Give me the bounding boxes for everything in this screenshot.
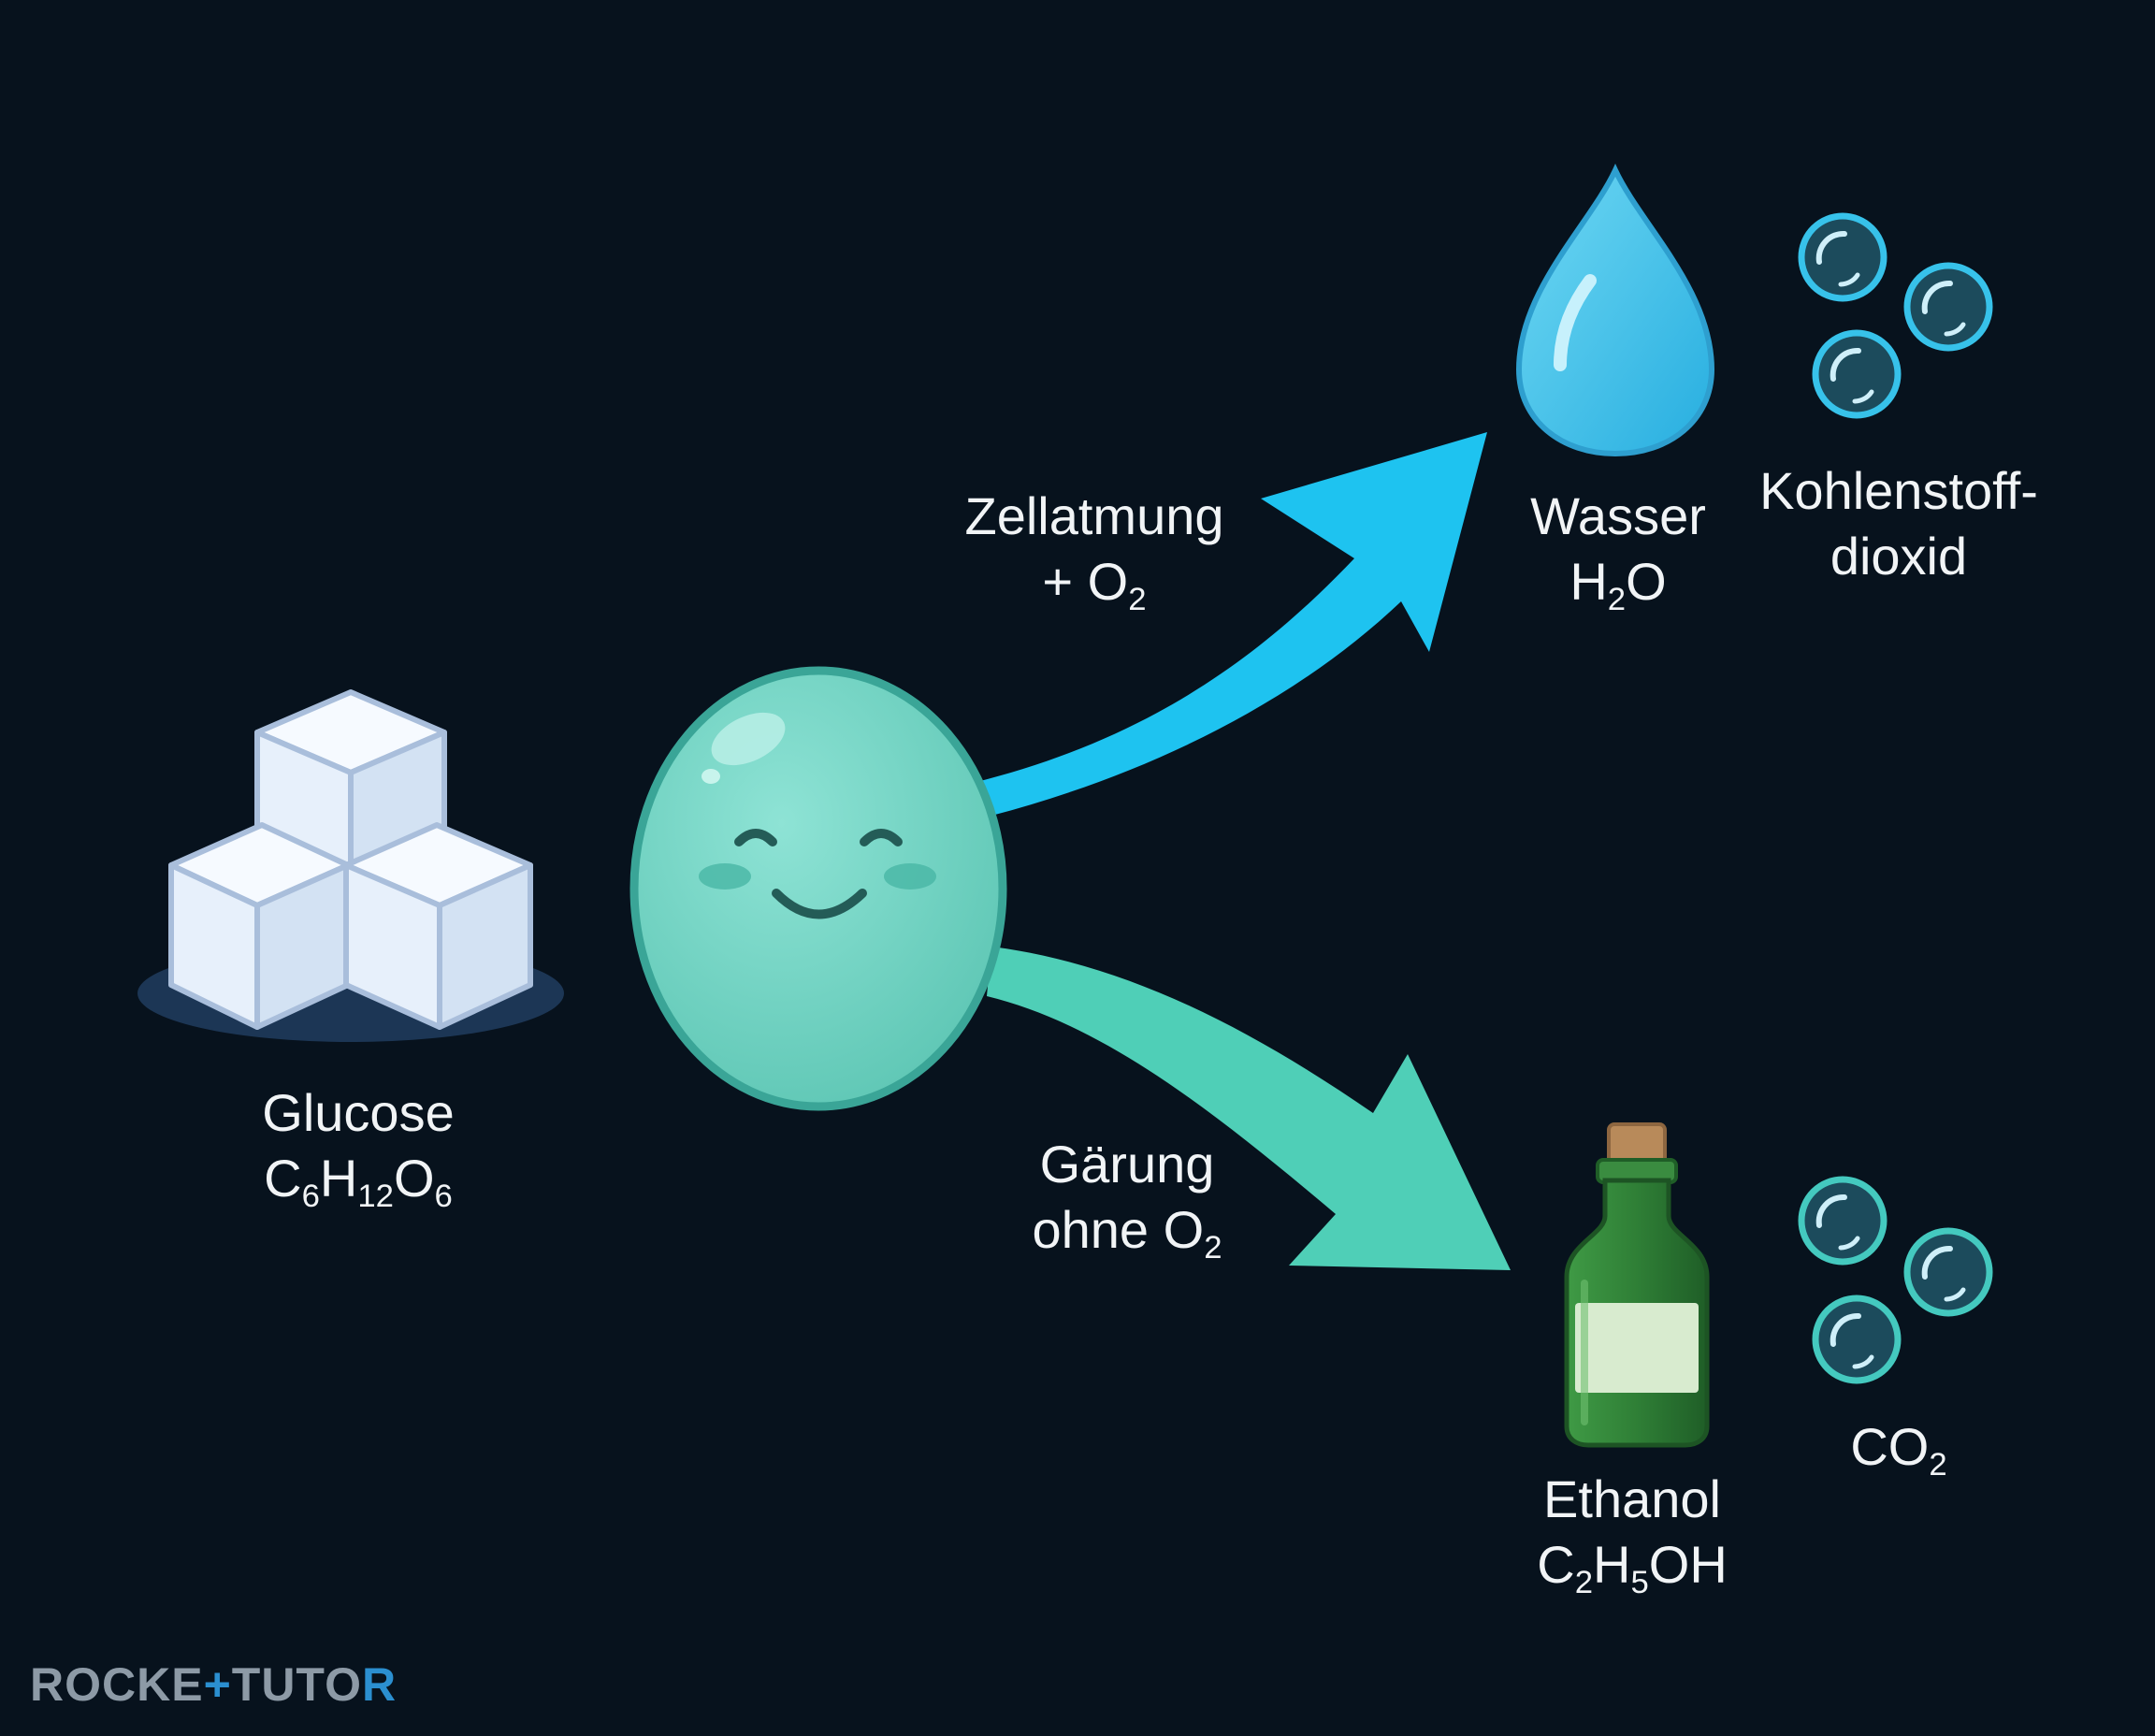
formula-part: H bbox=[319, 1149, 358, 1208]
bubble bbox=[1798, 212, 1887, 302]
formula-subscript: 2 bbox=[1574, 1565, 1593, 1601]
water-label: Wasser H2O bbox=[1478, 484, 1758, 615]
glucose-formula: C6H12O6 bbox=[218, 1146, 499, 1215]
bubble bbox=[1903, 262, 1993, 352]
bubble bbox=[1812, 329, 1902, 419]
sugar-cube-left bbox=[168, 822, 351, 1030]
smiling-yeast-cell-icon bbox=[629, 666, 1007, 1111]
condition-text: ohne O bbox=[1032, 1200, 1205, 1259]
glucose-name: Glucose bbox=[262, 1083, 455, 1142]
water-drop-icon bbox=[1515, 163, 1715, 457]
formula-subscript: 2 bbox=[1929, 1447, 1947, 1483]
ethanol-name: Ethanol bbox=[1543, 1469, 1721, 1528]
gas-bubbles-icon bbox=[1798, 1176, 1993, 1384]
formula-part: OH bbox=[1648, 1535, 1728, 1594]
ethanol-label: Ethanol C2H5OH bbox=[1478, 1467, 1786, 1601]
condition-text: + O bbox=[1042, 552, 1129, 611]
sugar-cube-right bbox=[343, 822, 533, 1030]
water-formula: H2O bbox=[1478, 549, 1758, 615]
formula-subscript: 5 bbox=[1630, 1565, 1649, 1601]
carbon-dioxide-line2: dioxid bbox=[1830, 527, 1968, 586]
brand-logo: ROCKE+TUTOR bbox=[30, 1657, 397, 1712]
bubble bbox=[1798, 1176, 1887, 1266]
formula-part: H bbox=[1569, 552, 1608, 611]
glucose-label: Glucose C6H12O6 bbox=[218, 1080, 499, 1215]
bubble bbox=[1903, 1227, 1993, 1317]
anaerobic-pathway-label: Gärung ohne O2 bbox=[973, 1132, 1281, 1266]
green-bottle-icon bbox=[1564, 1122, 1710, 1448]
formula-subscript: 12 bbox=[357, 1179, 394, 1215]
formula-part: C bbox=[264, 1149, 302, 1208]
formula-subscript: 6 bbox=[434, 1179, 453, 1215]
co2-label: CO2 bbox=[1777, 1414, 2020, 1483]
aerobic-pathway-label: Zellatmung + O2 bbox=[917, 484, 1272, 615]
formula-part: H bbox=[1593, 1535, 1631, 1594]
formula-part: O bbox=[393, 1149, 435, 1208]
carbon-dioxide-label: Kohlenstoff- dioxid bbox=[1730, 458, 2067, 589]
bubble bbox=[1812, 1295, 1902, 1384]
logo-text: ROCKE bbox=[30, 1658, 204, 1711]
formula-part: CO bbox=[1850, 1417, 1930, 1476]
formula-part: C bbox=[1537, 1535, 1575, 1594]
co2-formula: CO2 bbox=[1777, 1414, 2020, 1483]
formula-subscript: 6 bbox=[301, 1179, 320, 1215]
formula-part: O bbox=[1626, 552, 1667, 611]
carbon-dioxide-line1: Kohlenstoff- bbox=[1759, 461, 2038, 520]
gas-bubbles-icon bbox=[1798, 212, 1993, 419]
formula-subscript: 2 bbox=[1204, 1230, 1222, 1266]
aerobic-pathway-name: Zellatmung bbox=[964, 486, 1224, 545]
logo-text-accent: R bbox=[361, 1658, 398, 1711]
arrow-aerobic bbox=[973, 432, 1487, 816]
water-name: Wasser bbox=[1530, 486, 1706, 545]
sugar-cubes-icon bbox=[137, 689, 564, 1042]
anaerobic-pathway-condition: ohne O2 bbox=[973, 1197, 1281, 1266]
logo-plus-mark: + bbox=[203, 1658, 232, 1711]
arrow-anaerobic bbox=[987, 947, 1511, 1270]
ethanol-formula: C2H5OH bbox=[1478, 1532, 1786, 1601]
formula-subscript: 2 bbox=[1607, 582, 1627, 618]
aerobic-pathway-condition: + O2 bbox=[917, 549, 1272, 615]
logo-text: TUTO bbox=[231, 1658, 362, 1711]
anaerobic-pathway-name: Gärung bbox=[1039, 1135, 1215, 1194]
formula-subscript: 2 bbox=[1128, 582, 1147, 618]
